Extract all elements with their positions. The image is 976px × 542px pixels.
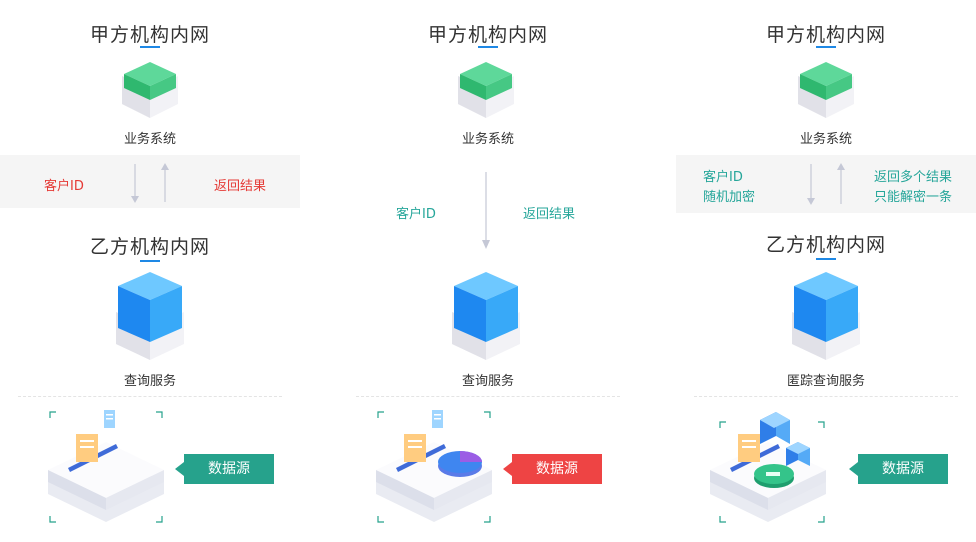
party-a-title: 甲方机构内网 xyxy=(89,24,210,46)
data-source-platform-icon xyxy=(376,410,492,523)
return-multiple-results-label: 返回多个结果 xyxy=(874,170,953,185)
anonymous-query-service-caption: 匿踪查询服务 xyxy=(786,374,865,389)
anonymous-query-service-icon xyxy=(792,272,860,360)
business-system-caption: 业务系统 xyxy=(461,132,514,147)
scenario-panel-3: 甲方机构内网 业务系统 客户ID 随机加密 返回多个结果 只能解密一条 乙方机构… xyxy=(676,0,976,542)
section-divider xyxy=(694,396,958,397)
query-service-icon xyxy=(452,272,520,360)
party-a-title: 甲方机构内网 xyxy=(427,24,548,46)
section-divider xyxy=(356,396,620,397)
arrow-up-icon xyxy=(161,163,169,170)
exchange-band xyxy=(676,155,976,213)
party-b-title: 乙方机构内网 xyxy=(89,236,210,258)
arrow-down-icon xyxy=(131,196,139,203)
business-system-caption: 业务系统 xyxy=(123,132,176,147)
section-divider xyxy=(18,396,282,397)
title-underline xyxy=(478,46,498,48)
business-system-icon xyxy=(798,62,854,118)
business-system-caption: 业务系统 xyxy=(799,132,852,147)
data-source-platform-icon xyxy=(710,412,826,523)
return-result-label: 返回结果 xyxy=(523,207,576,222)
customer-id-label: 客户ID xyxy=(703,170,743,185)
business-system-icon xyxy=(122,62,178,118)
exchange-band xyxy=(0,155,300,208)
customer-id-label: 客户ID xyxy=(396,207,436,222)
title-underline xyxy=(816,46,836,48)
arrow-down-icon xyxy=(482,172,490,249)
request-response-arrows xyxy=(807,163,845,205)
query-service-caption: 查询服务 xyxy=(123,374,176,389)
query-service-caption: 查询服务 xyxy=(461,374,514,389)
data-source-platform-icon xyxy=(48,410,164,523)
decrypt-one-only-label: 只能解密一条 xyxy=(874,190,953,205)
scenario-panel-2: 甲方机构内网 业务系统 客户ID 返回结果 查询服务 xyxy=(338,0,638,542)
query-service-icon xyxy=(116,272,184,360)
data-source-tag: 数据源 xyxy=(503,454,602,484)
data-source-tag: 数据源 xyxy=(175,454,274,484)
party-b-title: 乙方机构内网 xyxy=(765,234,886,256)
title-underline xyxy=(816,258,836,260)
customer-id-label: 客户ID xyxy=(44,179,84,194)
business-system-icon xyxy=(458,62,514,118)
data-source-tag: 数据源 xyxy=(849,454,948,484)
return-result-label: 返回结果 xyxy=(214,179,267,194)
request-response-arrows xyxy=(131,163,169,203)
arrow-up-icon xyxy=(837,163,845,170)
arrow-down-icon xyxy=(807,198,815,205)
title-underline xyxy=(140,46,160,48)
random-encrypt-label: 随机加密 xyxy=(703,190,756,205)
title-underline xyxy=(140,260,160,262)
scenario-panel-1: 甲方机构内网 业务系统 客户ID 返回结果 乙方机构内网 查询服务 xyxy=(0,0,300,542)
party-a-title: 甲方机构内网 xyxy=(765,24,886,46)
